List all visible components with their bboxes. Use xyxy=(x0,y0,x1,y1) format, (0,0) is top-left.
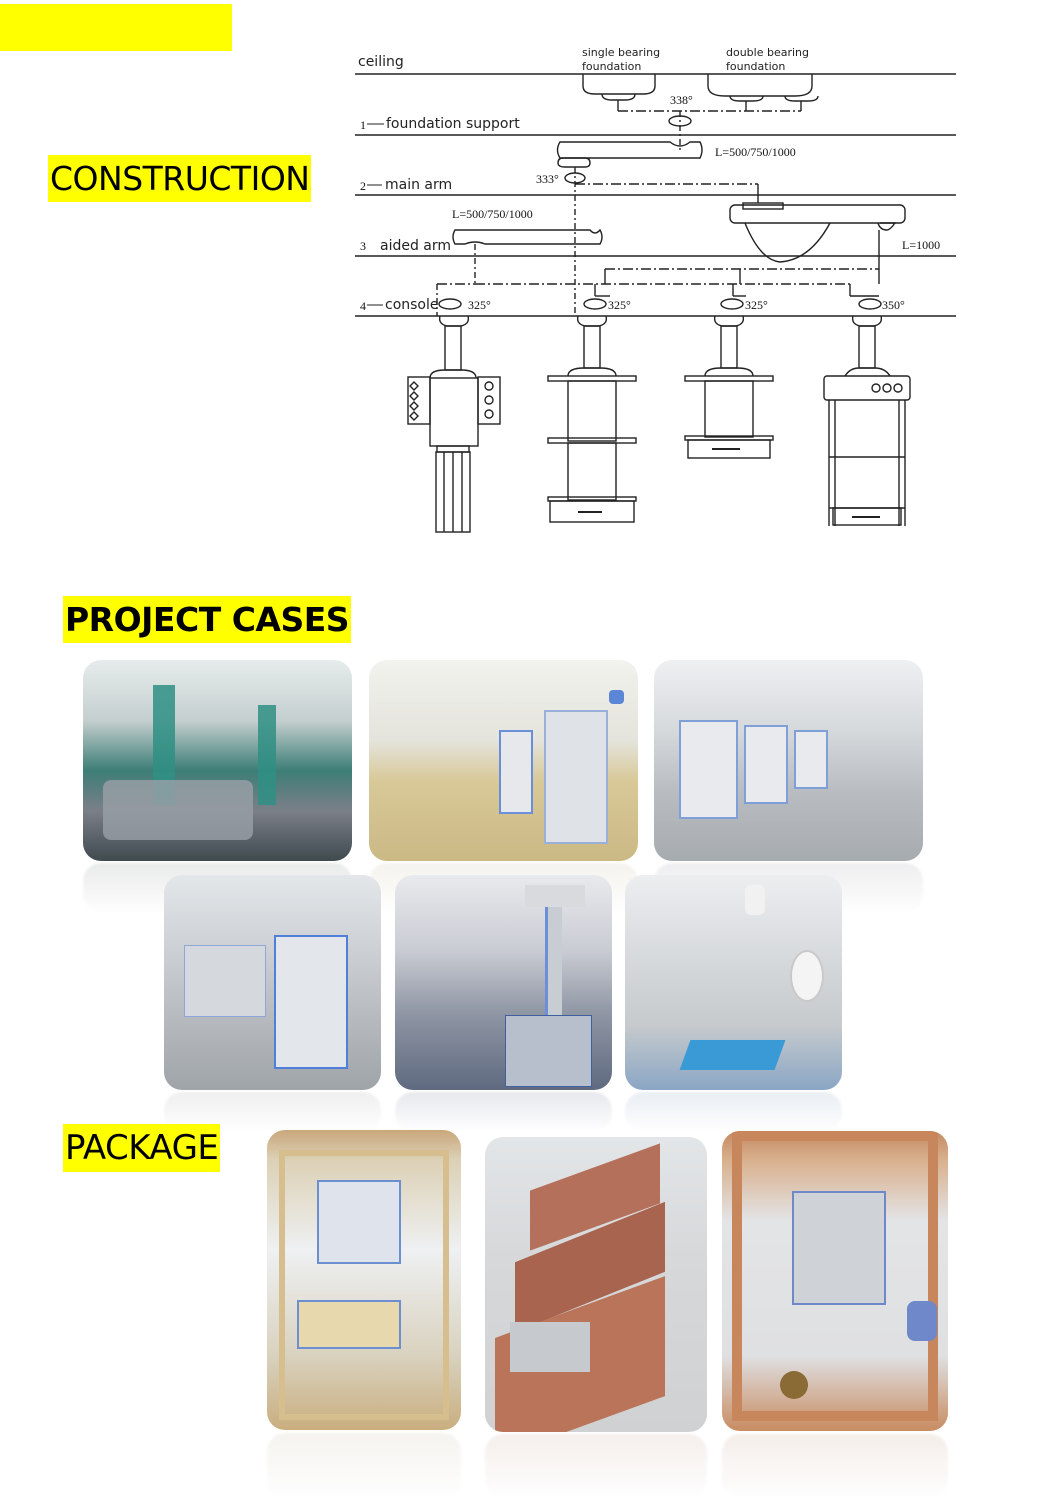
section-title-package: PACKAGE xyxy=(63,1124,221,1172)
label-foundation-support: foundation support xyxy=(386,116,520,132)
svg-text:foundation: foundation xyxy=(726,60,785,73)
console-2-drawing xyxy=(547,315,637,523)
project-photo-icu-ward xyxy=(83,660,352,861)
svg-text:1: 1 xyxy=(360,118,366,132)
console-3-drawing xyxy=(684,315,774,459)
package-photo-crates-row xyxy=(485,1137,707,1432)
svg-text:double bearing: double bearing xyxy=(726,46,809,59)
label-aided-arm: aided arm xyxy=(380,238,451,254)
package-photo-crate-1 xyxy=(267,1130,461,1430)
console-4-drawing xyxy=(823,315,911,526)
construction-diagram: ceiling 1 foundation support 2 main arm … xyxy=(350,40,970,540)
rotation-333: 333° xyxy=(536,172,559,186)
project-photo-neonatal-unit xyxy=(395,875,612,1090)
svg-text:325°: 325° xyxy=(745,298,768,312)
svg-text:single bearing: single bearing xyxy=(582,46,660,59)
section-title-project-cases: PROJECT CASES xyxy=(63,596,352,643)
project-photo-corridor-pendants xyxy=(369,660,638,861)
main-arm-length: L=500/750/1000 xyxy=(715,145,796,159)
label-console: console xyxy=(385,297,439,313)
section-title-construction: CONSTRUCTION xyxy=(48,155,312,202)
rotation-338: 338° xyxy=(670,93,693,107)
label-main-arm: main arm xyxy=(385,177,452,193)
package-photo-crate-2 xyxy=(722,1131,948,1431)
console-1-drawing xyxy=(407,315,501,533)
svg-text:4: 4 xyxy=(360,299,366,313)
label-ceiling: ceiling xyxy=(358,54,404,70)
svg-text:325°: 325° xyxy=(608,298,631,312)
project-photo-bridge-pendants xyxy=(164,875,381,1090)
svg-text:350°: 350° xyxy=(882,298,905,312)
project-photo-operating-room xyxy=(625,875,842,1090)
svg-text:2: 2 xyxy=(360,179,366,193)
svg-text:3: 3 xyxy=(360,239,366,253)
top-yellow-banner xyxy=(0,4,232,51)
aided-arm-length: L=500/750/1000 xyxy=(452,207,533,221)
project-photo-long-ward xyxy=(654,660,923,861)
svg-text:foundation: foundation xyxy=(582,60,641,73)
svg-text:325°: 325° xyxy=(468,298,491,312)
light-arm-length: L=1000 xyxy=(902,238,940,252)
